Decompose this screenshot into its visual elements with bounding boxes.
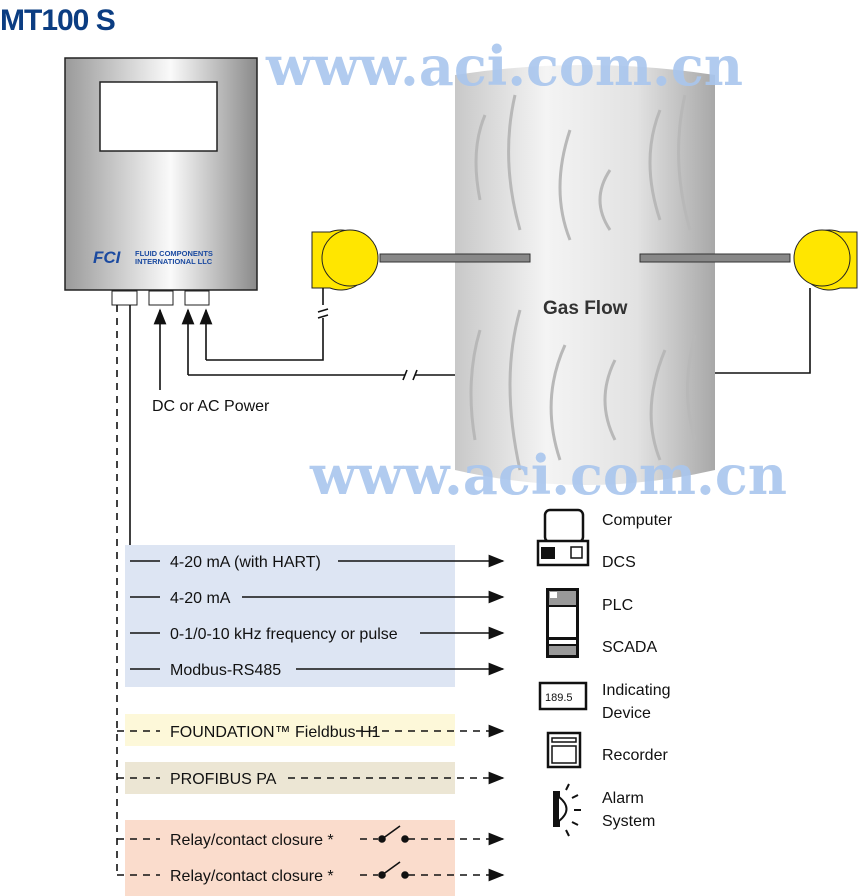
svg-text:Relay/contact closure *: Relay/contact closure * xyxy=(170,832,334,849)
watermark-bottom: www.aci.com.cn xyxy=(309,443,787,507)
sensor-left xyxy=(311,229,531,291)
conduit-port xyxy=(111,290,138,306)
svg-text:0-1/0-10 kHz frequency or puls: 0-1/0-10 kHz frequency or pulse xyxy=(170,626,398,643)
svg-text:4-20 mA: 4-20 mA xyxy=(170,590,231,607)
gas-flow-label: Gas Flow xyxy=(543,298,628,319)
output-lines xyxy=(117,554,505,882)
display-window xyxy=(99,81,218,152)
plc-icon xyxy=(546,588,579,658)
fci-logo: FCI xyxy=(93,248,122,267)
relay-panel xyxy=(125,820,455,896)
svg-text:189.5: 189.5 xyxy=(545,692,573,704)
svg-text:Device: Device xyxy=(602,705,651,722)
conduit-port xyxy=(184,290,210,306)
output-labels: 4-20 mA (with HART) 4-20 mA 0-1/0-10 kHz… xyxy=(170,554,398,885)
svg-text:PLC: PLC xyxy=(602,597,633,614)
svg-text:FLUID COMPONENTS: FLUID COMPONENTS xyxy=(135,249,213,258)
indicating-device-icon: 189.5 xyxy=(538,681,588,711)
power-label: DC or AC Power xyxy=(152,398,270,415)
svg-text:Recorder: Recorder xyxy=(602,747,668,764)
svg-text:Computer: Computer xyxy=(602,512,673,529)
svg-text:FOUNDATION™ Fieldbus H1: FOUNDATION™ Fieldbus H1 xyxy=(170,724,381,741)
gas-pipe: Gas Flow xyxy=(455,65,715,485)
wiring xyxy=(116,288,811,875)
svg-text:Alarm: Alarm xyxy=(602,790,644,807)
svg-text:Indicating: Indicating xyxy=(602,682,671,699)
conduit-port xyxy=(148,290,174,306)
svg-text:DCS: DCS xyxy=(602,554,636,571)
page-title: MT100 S xyxy=(0,4,115,37)
svg-text:Relay/contact closure *: Relay/contact closure * xyxy=(170,868,334,885)
transmitter-enclosure: FCI FLUID COMPONENTS INTERNATIONAL LLC xyxy=(64,57,258,306)
svg-text:4-20 mA (with HART): 4-20 mA (with HART) xyxy=(170,554,321,571)
svg-text:SCADA: SCADA xyxy=(602,639,657,656)
watermark-top: www.aci.com.cn xyxy=(265,34,743,98)
fieldbus-panel xyxy=(125,714,455,746)
flow-arrows xyxy=(469,94,697,471)
recorder-icon xyxy=(546,731,582,769)
alarm-icon xyxy=(553,783,581,837)
relay-switch-icon xyxy=(378,825,409,879)
device-labels: Computer DCS PLC SCADA Indicating Device… xyxy=(602,512,673,830)
svg-text:System: System xyxy=(602,813,655,830)
svg-text:INTERNATIONAL LLC: INTERNATIONAL LLC xyxy=(135,257,213,266)
analog-output-panel xyxy=(125,545,455,687)
svg-text:Modbus-RS485: Modbus-RS485 xyxy=(170,662,281,679)
computer-icon xyxy=(536,508,590,567)
sensor-right xyxy=(639,229,858,291)
svg-text:PROFIBUS PA: PROFIBUS PA xyxy=(170,771,277,788)
